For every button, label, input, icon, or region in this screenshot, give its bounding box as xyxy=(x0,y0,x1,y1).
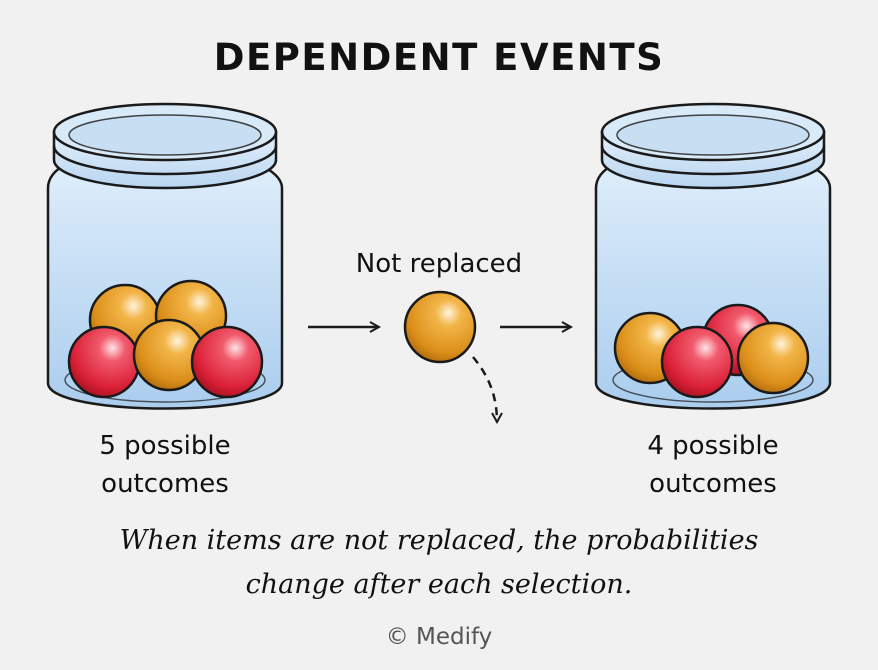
page-title: DEPENDENT EVENTS xyxy=(213,36,665,79)
discard-arrow xyxy=(472,356,497,422)
not-replaced-label: Not replaced xyxy=(355,249,523,279)
right-ball-4 xyxy=(736,321,810,395)
left-ball-5 xyxy=(190,325,264,399)
left-jar-label-line2: outcomes xyxy=(101,469,229,499)
left-jar-lid xyxy=(52,102,278,190)
left-jar-balls xyxy=(67,279,264,399)
right-jar-lid xyxy=(600,102,826,190)
removed-ball xyxy=(403,290,477,364)
credit: © Medify xyxy=(385,624,493,650)
left-jar-label: 5 possible outcomes xyxy=(50,427,280,503)
right-jar xyxy=(594,102,832,410)
left-jar xyxy=(46,102,284,410)
left-jar-label-line1: 5 possible xyxy=(99,431,231,461)
right-jar-label-line2: outcomes xyxy=(649,469,777,499)
right-jar-balls xyxy=(613,303,810,399)
right-jar-label: 4 possible outcomes xyxy=(598,427,828,503)
caption-line-1: When items are not replaced, the probabi… xyxy=(119,525,759,556)
caption-line-2: change after each selection. xyxy=(245,569,633,600)
left-ball-3 xyxy=(67,325,141,399)
right-ball-3 xyxy=(660,325,734,399)
right-jar-label-line1: 4 possible xyxy=(647,431,779,461)
